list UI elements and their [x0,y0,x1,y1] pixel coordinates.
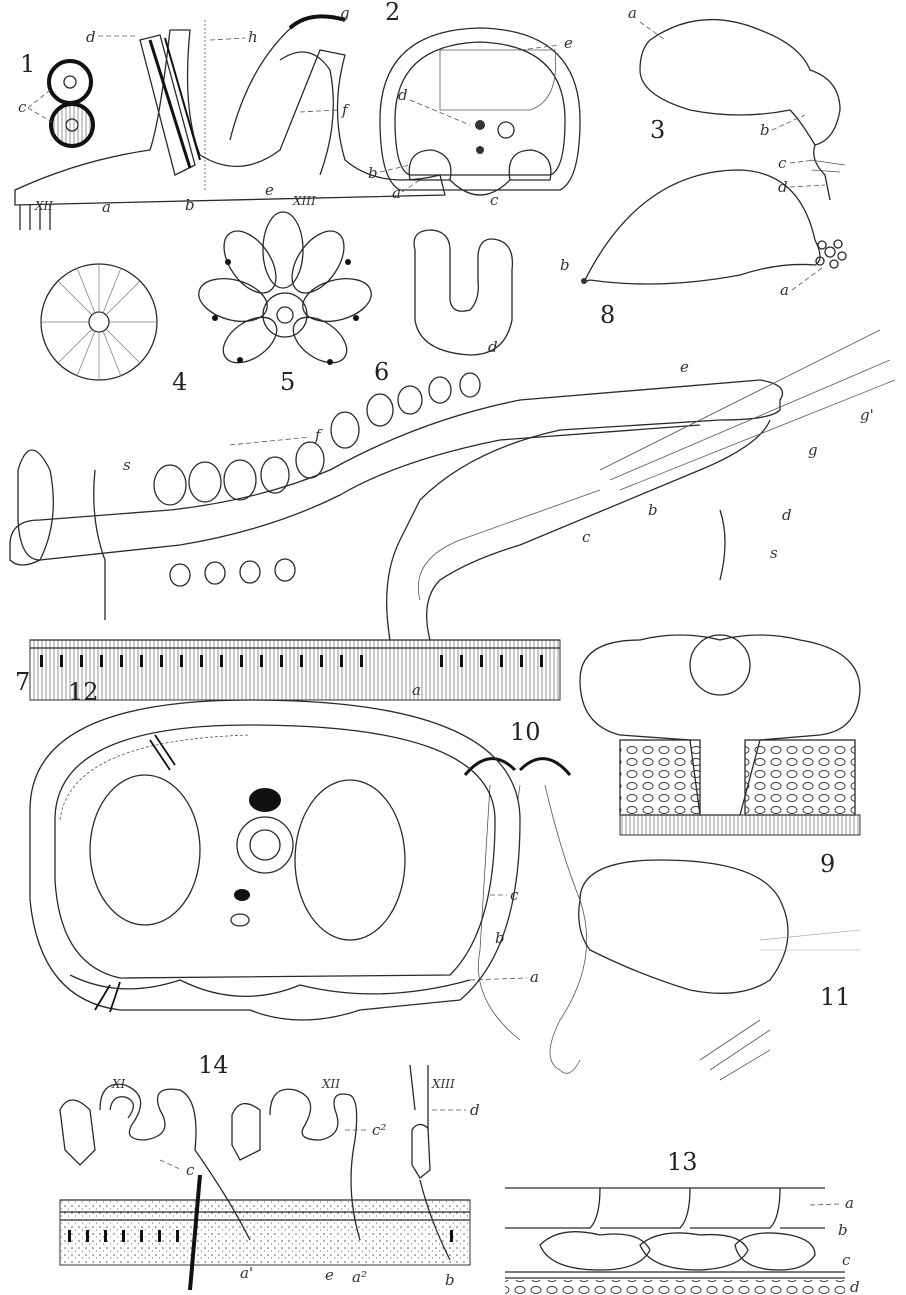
figure-7: 7 e f s g g' d s c b a [10,330,895,700]
figure-number-12: 12 [68,678,99,706]
figure-5: 5 [194,212,376,396]
label-b: b [648,501,658,519]
figure-number-5: 5 [280,368,295,396]
figure-4: 4 [41,264,187,396]
figure-10: 10 [465,718,587,1073]
figure-number-8: 8 [600,301,615,329]
figure-number-10: 10 [510,718,541,746]
fig1-seta [290,16,345,28]
figure-number-13: 13 [667,1148,698,1176]
label-a: a [102,198,111,216]
label-c: c [842,1251,851,1269]
fig2-labels: 2 e d b a c [368,0,573,209]
label-g: g [340,4,350,22]
fig7-glands [154,373,480,586]
label-c: c [582,528,591,546]
label-d: d [86,28,96,46]
label-d: d [398,86,408,104]
figure-number-9: 9 [820,850,835,878]
label-b: b [445,1271,455,1289]
label-b: b [838,1221,848,1239]
fig1-cross-sections [49,61,93,146]
label-XII: XII [34,199,53,213]
label-g-prime: g' [860,406,874,424]
label-d: d [470,1101,480,1119]
label-c: c [510,886,519,904]
label-e: e [265,181,274,199]
figure-number-7: 7 [15,668,30,696]
label-b: b [185,196,195,214]
label-c: c [18,98,27,116]
label-b: b [560,256,570,274]
label-XI: XI [111,1077,126,1091]
fig13-labels: 13 a b c d [667,1148,860,1295]
label-a: a [392,184,401,202]
label-b: b [495,929,505,947]
label-c: c [186,1161,195,1179]
figure-number-4: 4 [172,368,187,396]
figure-number-3: 3 [650,116,665,144]
label-a-prime: a' [240,1264,253,1282]
figure-number-2: 2 [385,0,400,26]
label-XIII: XIII [292,194,316,208]
label-f: f [314,426,323,444]
label-c2: c² [372,1121,386,1139]
label-XII: XII [321,1077,340,1091]
figure-number-1: 1 [20,50,35,78]
figure-12: 12 c b a [30,678,539,1020]
label-b: b [368,164,378,182]
label-e: e [680,358,689,376]
label-b: b [760,121,770,139]
figure-11: 11 [579,860,860,1080]
figure-number-6: 6 [374,358,389,386]
figure-8: 8 b a [560,170,846,329]
fig3-labels: 3 a b c d [628,4,825,196]
label-XIII: XIII [431,1077,455,1091]
label-a: a [845,1194,854,1212]
label-h: h [248,28,258,46]
label-d: d [782,506,792,524]
figure-6: 6 d [374,230,512,386]
label-c: c [490,191,499,209]
fig12-labels: 12 c b a [68,678,539,986]
label-a: a [628,4,637,22]
label-f: f [341,101,350,119]
label-e: e [564,34,573,52]
label-a: a [780,281,789,299]
figure-2: 2 e d b a c [368,0,580,209]
figure-13: 13 a b c d [505,1148,860,1295]
label-a: a [412,681,421,699]
label-c: c [778,154,787,172]
figure-number-11: 11 [820,983,851,1011]
label-g: g [808,441,818,459]
label-s-2: s [770,544,778,562]
figure-number-14: 14 [198,1051,229,1079]
label-a2: a² [352,1268,367,1286]
label-s: s [123,456,131,474]
label-d: d [850,1278,860,1295]
figure-9: 9 [580,635,860,878]
label-d: d [488,338,498,356]
figure-14: 14 XI XII XIII c c² d a' e a² b [60,1051,480,1290]
label-e: e [325,1266,334,1284]
fig7-tube [10,380,783,640]
label-a: a [530,968,539,986]
